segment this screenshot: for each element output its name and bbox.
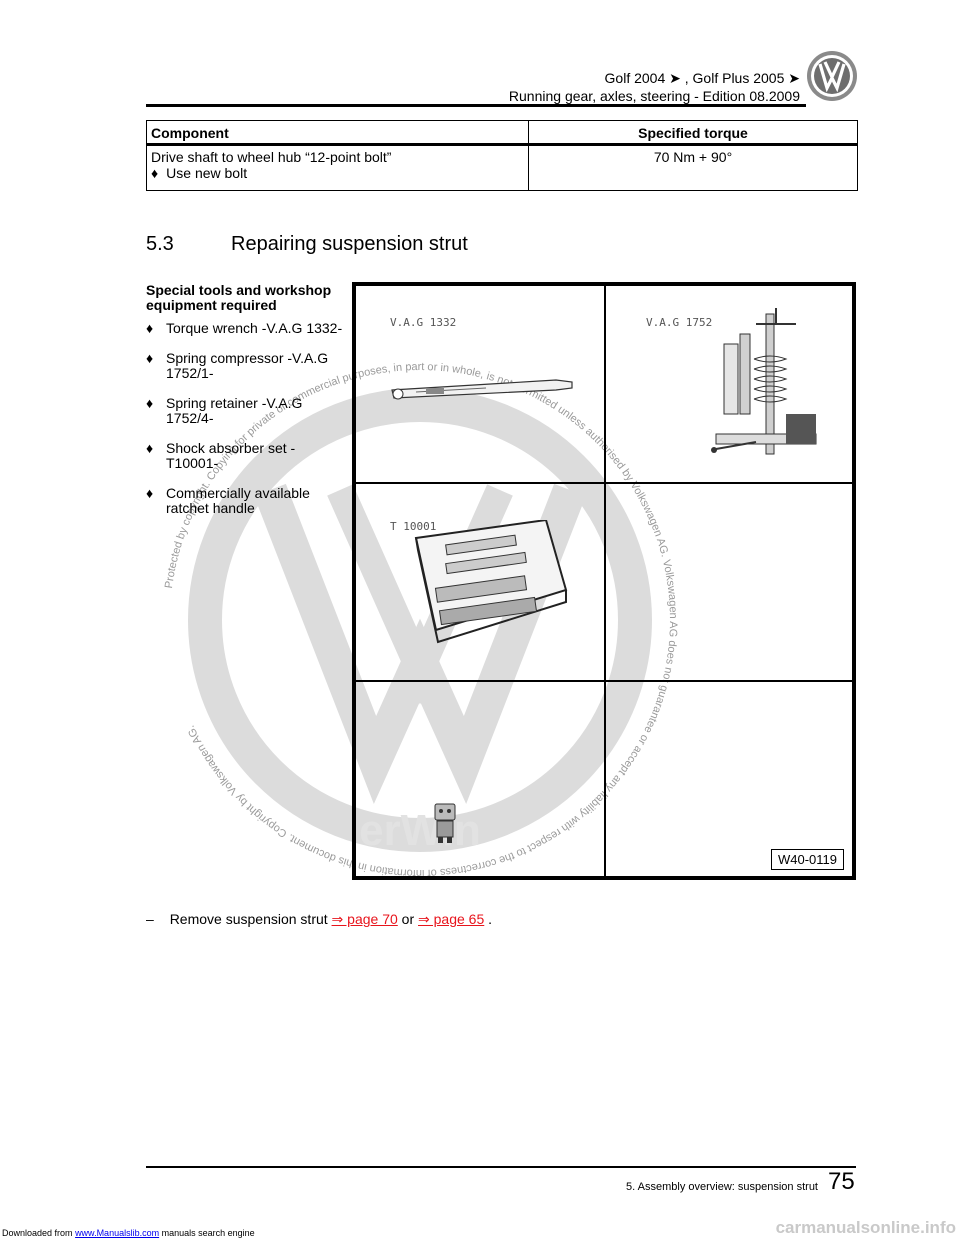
link-page-65[interactable]: ⇒ page 65 <box>418 911 485 927</box>
footer-rule <box>146 1166 856 1168</box>
list-item: ♦ Spring compressor -V.A.G 1752/1- <box>146 351 346 381</box>
diamond-bullet-icon: ♦ <box>146 395 154 411</box>
list-item: ♦ Commercially available ratchet handle <box>146 486 346 516</box>
list-item: ♦ Shock absorber set - T10001- <box>146 441 346 471</box>
figure-cell-ratchet <box>355 681 605 877</box>
tool-item-text: Commercially available ratchet handle <box>166 485 310 516</box>
page-number: 75 <box>828 1168 855 1195</box>
step-dash: – <box>146 911 154 927</box>
tool-label-case: T 10001 <box>390 520 437 533</box>
torque-wrench-icon <box>391 379 573 400</box>
figure-cell-caption: W40-0119 <box>605 681 853 877</box>
figure-cell-spring-compressor: V.A.G 1752 <box>605 285 853 483</box>
header-model-line: Golf 2004 ➤ , Golf Plus 2005 ➤ <box>604 70 800 86</box>
diamond-bullet-icon: ♦ <box>146 350 154 366</box>
list-item: ♦ Spring retainer -V.A.G 1752/4- <box>146 396 346 426</box>
site-brand: carmanualsonline.info <box>775 1218 956 1237</box>
step-or: or <box>401 911 415 927</box>
step-period: . <box>488 911 493 927</box>
figure-cell-empty <box>605 483 853 681</box>
diamond-bullet-icon: ♦ <box>146 320 154 336</box>
header-edition-line: Running gear, axles, steering - Edition … <box>508 88 800 104</box>
step-text: Remove suspension strut <box>169 911 328 927</box>
diamond-bullet-icon: ♦ <box>146 440 154 456</box>
figure-cell-shock-absorber-set: T 10001 <box>355 483 605 681</box>
col-specified-torque: Specified torque <box>528 120 858 145</box>
component-name: Drive shaft to wheel hub “12-point bolt” <box>151 149 392 165</box>
tool-item-text: Spring retainer -V.A.G 1752/4- <box>166 395 303 426</box>
tools-heading: Special tools and workshop equipment req… <box>146 282 332 313</box>
tool-label-compressor: V.A.G 1752 <box>646 316 713 329</box>
vw-logo-icon <box>807 51 857 101</box>
torque-value: 70 Nm + 90° <box>528 144 858 191</box>
figure-code: W40-0119 <box>770 849 844 870</box>
diamond-bullet-icon: ♦ <box>151 165 159 181</box>
figure-cell-torque-wrench: V.A.G 1332 <box>355 285 605 483</box>
download-suffix: manuals search engine <box>161 1228 255 1238</box>
component-cell: Drive shaft to wheel hub “12-point bolt”… <box>146 144 529 191</box>
component-note: ♦ Use new bolt <box>151 165 524 181</box>
link-page-70[interactable]: ⇒ page 70 <box>331 911 398 927</box>
download-notice: Downloaded from www.Manualslib.com manua… <box>2 1228 255 1238</box>
tool-case-icon <box>414 520 568 644</box>
tools-figure: V.A.G 1332 V.A.G 1752 T 10001 <box>352 282 856 880</box>
section-number: 5.3 <box>146 233 174 255</box>
list-item: ♦ Torque wrench -V.A.G 1332- <box>146 321 346 336</box>
tools-list: ♦ Torque wrench -V.A.G 1332- ♦ Spring comp… <box>146 321 346 531</box>
tool-item-text: Spring compressor -V.A.G 1752/1- <box>166 350 329 381</box>
tool-item-text: Torque wrench -V.A.G 1332- <box>166 320 343 336</box>
tool-item-text: Shock absorber set - T10001- <box>166 440 296 471</box>
download-prefix: Downloaded from <box>2 1228 73 1238</box>
component-note-text: Use new bolt <box>166 165 248 181</box>
step-remove-strut: – Remove suspension strut ⇒ page 70 or ⇒… <box>146 911 492 928</box>
tool-label-wrench: V.A.G 1332 <box>390 316 457 329</box>
header-rule <box>146 104 806 107</box>
col-component: Component <box>146 120 529 145</box>
section-title: Repairing suspension strut <box>231 233 468 255</box>
manualslib-link[interactable]: www.Manualslib.com <box>75 1228 160 1238</box>
table-row: Drive shaft to wheel hub “12-point bolt”… <box>146 144 858 191</box>
footer-chapter: 5. Assembly overview: suspension strut <box>626 1181 818 1193</box>
torque-table: Component Specified torque Drive shaft t… <box>146 120 858 191</box>
spring-compressor-icon <box>711 308 817 455</box>
mascot-icon <box>434 803 456 843</box>
diamond-bullet-icon: ♦ <box>146 485 154 501</box>
